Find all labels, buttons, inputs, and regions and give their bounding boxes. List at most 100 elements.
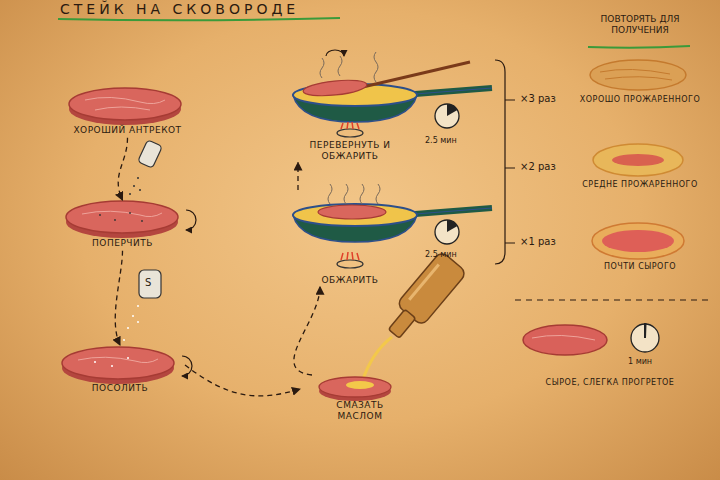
step-node: ПОПЕРЧИТЬ xyxy=(60,200,185,249)
step-node: ПОСОЛИТЬ xyxy=(55,345,185,394)
step-node: ОБЖАРИТЬ xyxy=(290,190,500,286)
steak-raw xyxy=(85,97,165,110)
step-node: ХОРОШИЙ АНТРЕКОТ xyxy=(65,85,190,136)
burner xyxy=(337,260,363,268)
pepper-shaker xyxy=(127,140,162,204)
flip-arrow xyxy=(186,210,196,230)
steak-rare xyxy=(592,223,684,259)
frying-pan xyxy=(328,184,380,204)
flip-arrow xyxy=(326,50,344,56)
flip-arrow xyxy=(326,50,344,56)
repeat-count: ×1 раз xyxy=(520,236,556,248)
steak-warm xyxy=(523,325,607,355)
frying-pan xyxy=(293,184,492,242)
separator xyxy=(515,299,710,300)
step-label: СРЕДНЕ ПРОЖАРЕННОГО xyxy=(570,180,710,190)
title-underline xyxy=(58,18,340,20)
steak-peppered xyxy=(82,211,162,216)
step-label: ПОСОЛИТЬ xyxy=(55,383,185,394)
burner xyxy=(337,252,363,268)
steak-salted xyxy=(78,357,158,362)
oil-stream xyxy=(362,337,392,382)
step-label: ОБЖАРИТЬ xyxy=(290,275,410,286)
salt-shaker xyxy=(137,321,139,323)
salt-shaker xyxy=(123,339,125,341)
steak-peppered xyxy=(129,212,131,214)
step-label: ПОЧТИ СЫРОГО xyxy=(570,262,710,272)
repeat-bracket xyxy=(495,60,515,264)
title-underline xyxy=(58,18,340,20)
steak-oiled xyxy=(319,377,391,401)
pepper-shaker xyxy=(133,185,135,187)
salt-shaker xyxy=(123,270,161,341)
steak-peppered xyxy=(66,201,178,233)
frying-pan xyxy=(415,208,492,214)
oil-bottle xyxy=(381,251,467,345)
steak-medium xyxy=(593,144,683,176)
timer xyxy=(447,220,457,232)
dashed-arrow xyxy=(115,251,122,345)
timer xyxy=(447,104,457,116)
steak-salted xyxy=(127,357,129,359)
step-node: СРЕДНЕ ПРОЖАРЕННОГО xyxy=(570,140,710,190)
steak-warm xyxy=(523,325,607,355)
frying-pan xyxy=(293,204,417,226)
frying-pan xyxy=(293,52,492,122)
steak-well-done xyxy=(590,60,686,90)
steak-peppered xyxy=(114,219,116,221)
salt-shaker xyxy=(127,327,129,329)
step-node: СЫРОЕ, СЛЕГКА ПРОГРЕТОЕ xyxy=(515,320,705,388)
steak-salted xyxy=(62,347,174,384)
burner xyxy=(341,122,359,129)
note: ПОВТОРЯТЬ ДЛЯ ПОЛУЧЕНИЯ xyxy=(585,14,695,36)
timer xyxy=(631,324,659,352)
steak-salted xyxy=(94,361,96,363)
step-node: ПЕРЕВЕРНУТЬ И ОБЖАРИТЬ xyxy=(290,55,500,162)
pepper-shaker xyxy=(137,177,139,179)
burner xyxy=(341,252,359,260)
repeat-count: ×2 раз xyxy=(520,161,556,173)
dashed-arrow xyxy=(294,287,320,375)
steak-peppered xyxy=(99,214,101,216)
timer xyxy=(435,220,459,244)
timer xyxy=(631,324,659,352)
frying-pan xyxy=(415,208,492,214)
steak-oiled xyxy=(319,377,391,397)
oil-stream xyxy=(362,337,392,382)
step-node: ПОЧТИ СЫРОГО xyxy=(570,220,710,272)
step-label: ПЕРЕВЕРНУТЬ И ОБЖАРИТЬ xyxy=(295,140,405,162)
frying-pan xyxy=(415,88,492,94)
steak-well-done xyxy=(590,60,686,90)
timer xyxy=(435,104,459,128)
repeat-count: ×3 раз xyxy=(520,93,556,105)
step-label: ХОРОШО ПРОЖАРЕННОГО xyxy=(570,95,710,105)
repeat-underline xyxy=(588,46,690,48)
steak-peppered xyxy=(66,201,178,238)
pepper-shaker xyxy=(139,189,141,191)
time-label: 2.5 мин xyxy=(425,136,457,146)
frying-pan xyxy=(350,62,470,90)
salt-shaker xyxy=(137,305,139,307)
steak-oiled xyxy=(346,381,374,389)
steak-salted xyxy=(62,347,174,379)
steak-salted xyxy=(111,365,113,367)
oil-bottle xyxy=(409,264,439,299)
dashed-arrow xyxy=(297,163,298,190)
steak-well-done xyxy=(600,69,672,80)
steak-warm xyxy=(532,335,595,340)
steak-rare xyxy=(602,230,674,252)
dashed-arrow xyxy=(185,365,300,396)
repeat-bracket xyxy=(495,60,515,264)
frying-pan xyxy=(318,205,386,219)
diagram-title: СТЕЙК НА СКОВОРОДЕ xyxy=(60,1,299,17)
frying-pan xyxy=(415,88,492,94)
step-label: ПОПЕРЧИТЬ xyxy=(60,238,185,249)
timer xyxy=(435,220,459,244)
time-label: 2.5 мин xyxy=(425,250,457,260)
steak-raw xyxy=(69,88,181,120)
salt-shaker xyxy=(132,315,134,317)
dashed-arrow xyxy=(118,138,127,200)
steak-peppered xyxy=(141,220,143,222)
step-node: ХОРОШО ПРОЖАРЕННОГО xyxy=(570,55,710,105)
salt-shaker xyxy=(139,270,161,298)
